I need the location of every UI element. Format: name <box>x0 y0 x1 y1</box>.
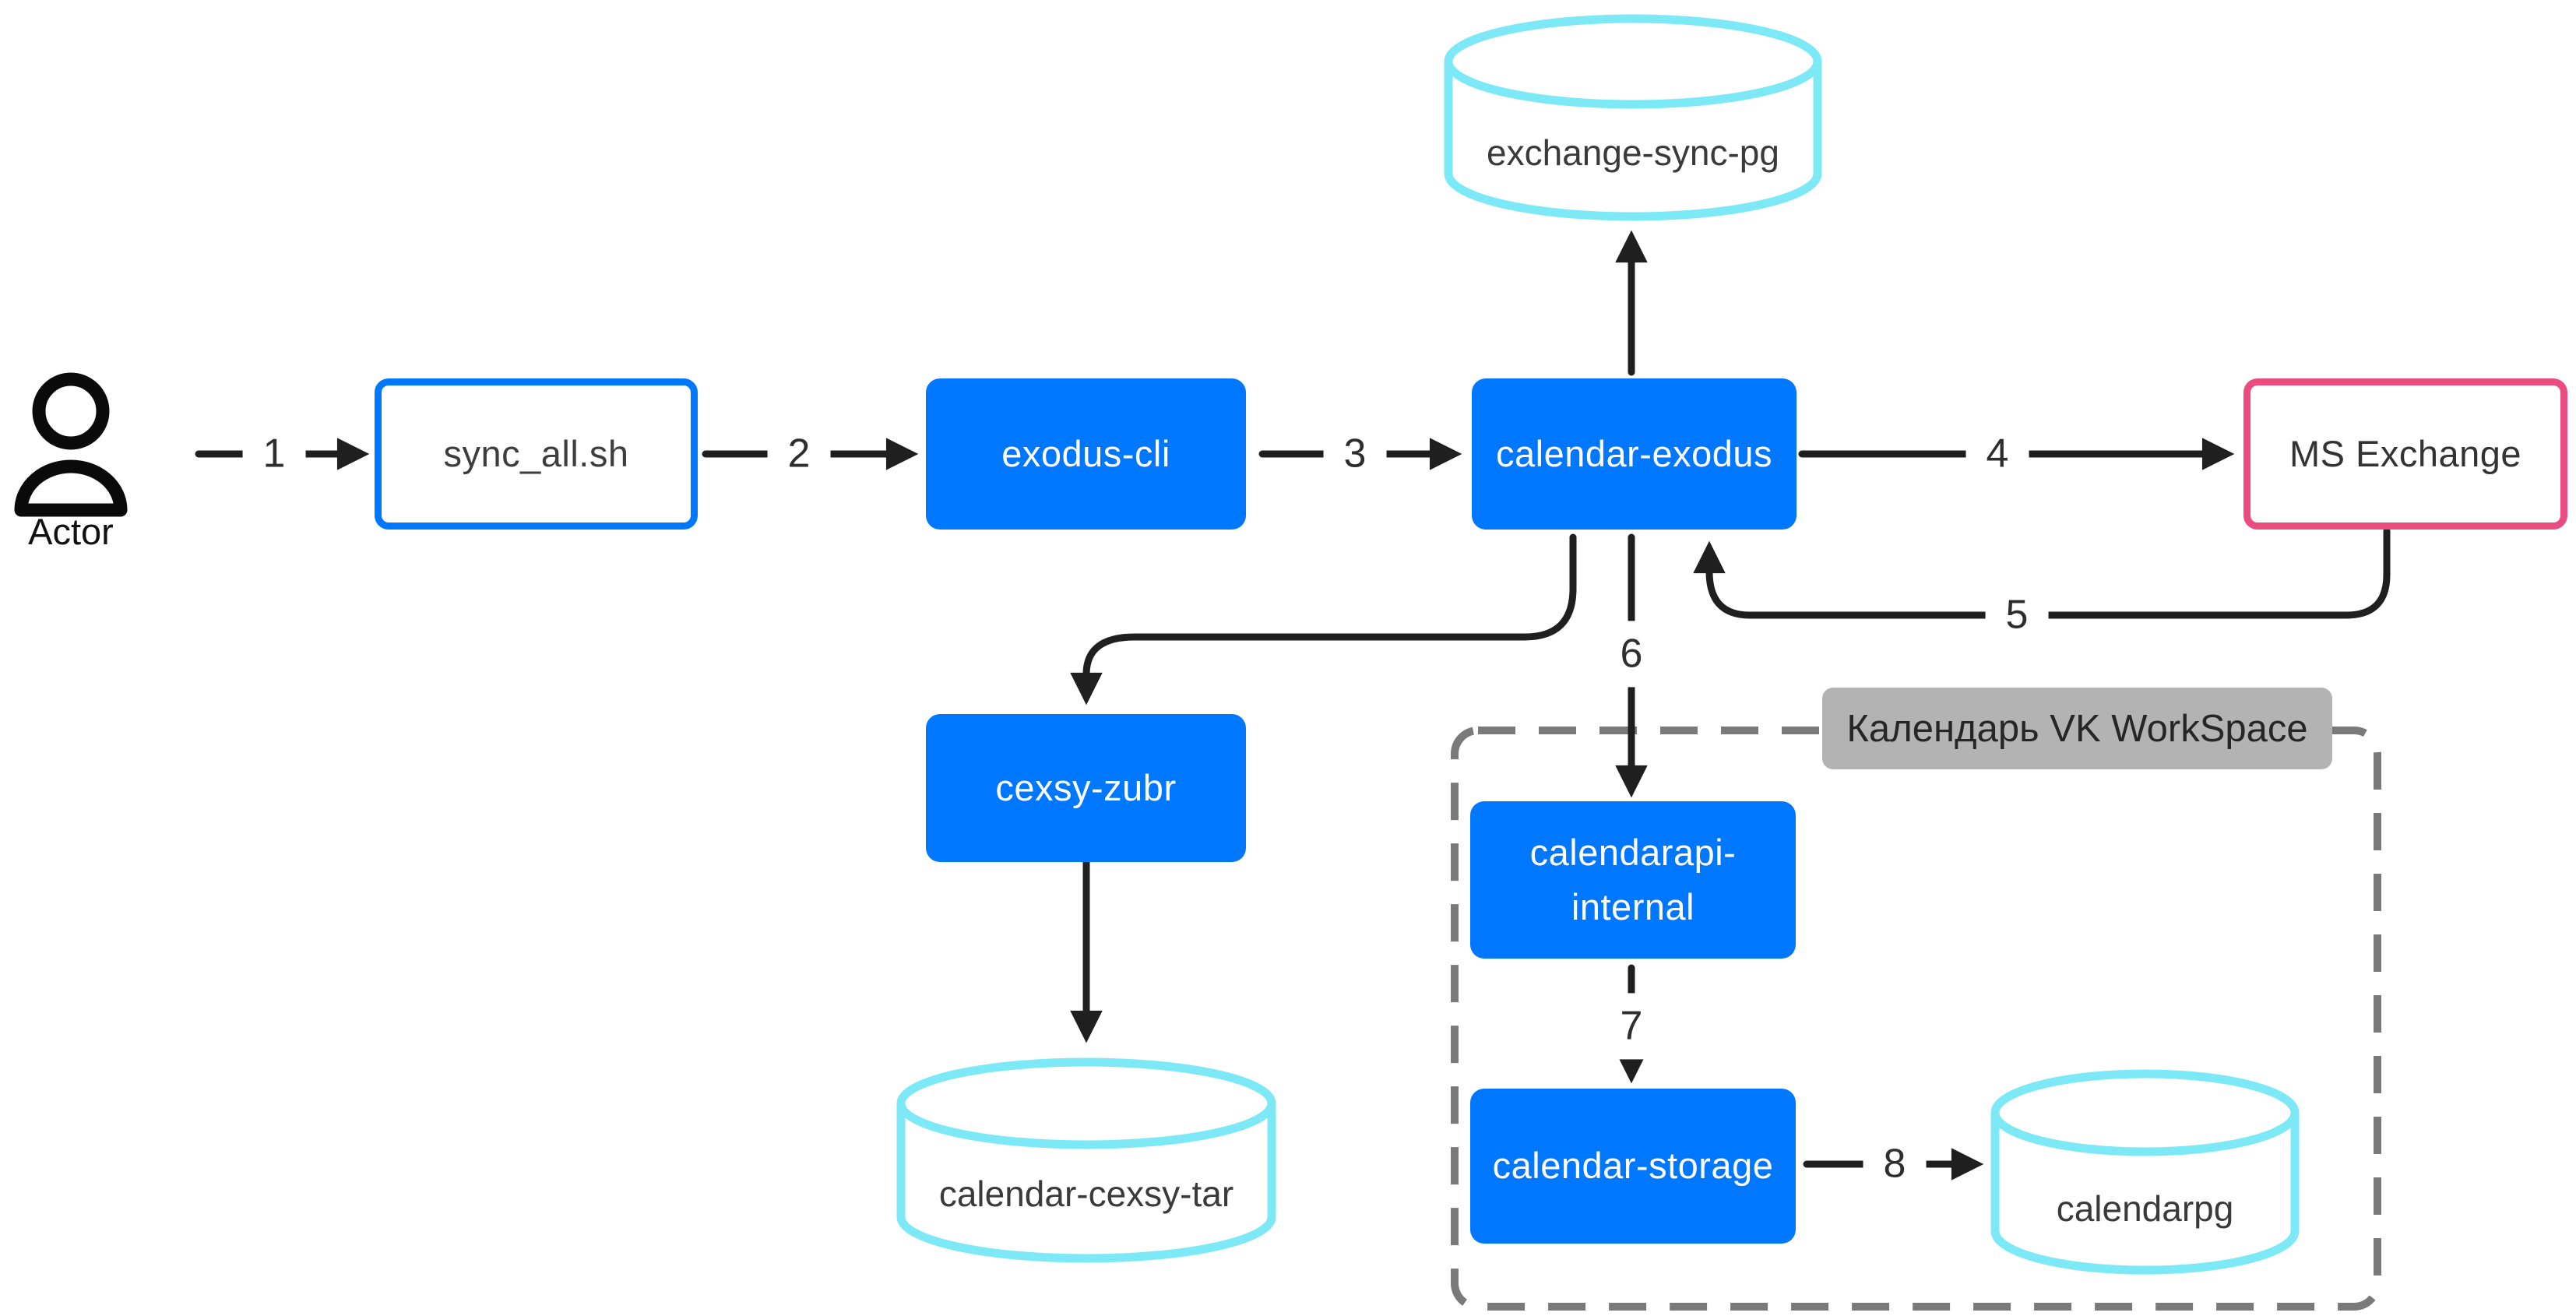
edge-number-5: 5 <box>1985 591 2049 639</box>
actor-person-icon <box>14 372 128 517</box>
node-exodus-cli: exodus-cli <box>926 378 1246 530</box>
node-calendar-exodus: calendar-exodus <box>1472 378 1797 530</box>
edge-number-7: 7 <box>1610 993 1652 1060</box>
node-calendarapi-internal: calendarapi-internal <box>1470 801 1796 959</box>
edge-number-2: 2 <box>767 430 831 478</box>
db-label: calendar-cexsy-tar <box>938 1173 1234 1214</box>
database-cylinder-icon <box>1444 14 1822 221</box>
node-ms-exchange: MS Exchange <box>2243 378 2567 530</box>
database-cylinder-icon <box>1990 1069 2300 1275</box>
edge-number-8: 8 <box>1863 1140 1927 1188</box>
db-label: exchange-sync-pg <box>1487 132 1779 173</box>
group-label-vk-workspace: Календарь VK WorkSpace <box>1822 688 2332 769</box>
edge-5-msexchange-calendarexodus <box>1693 527 2391 619</box>
edge-number-6: 6 <box>1610 621 1652 688</box>
node-cexsy-zubr: cexsy-zubr <box>926 714 1246 862</box>
node-exchange-sync-pg: exchange-sync-pg <box>1444 13 1822 222</box>
edge-number-3: 3 <box>1323 430 1387 478</box>
actor-label: Actor <box>28 511 114 552</box>
database-cylinder-icon <box>896 1057 1276 1263</box>
edge-number-4: 4 <box>1965 430 2029 478</box>
db-label: calendarpg <box>2056 1188 2234 1229</box>
node-calendar-storage: calendar-storage <box>1470 1089 1796 1244</box>
edge-calendarexodus-cexsyzubr <box>1070 533 1577 706</box>
edge-number-1: 1 <box>242 430 306 478</box>
node-calendarpg: calendarpg <box>1990 1069 2300 1275</box>
node-calendar-cexsy-tar: calendar-cexsy-tar <box>896 1057 1276 1263</box>
node-sync-all-sh: sync_all.sh <box>375 378 698 530</box>
